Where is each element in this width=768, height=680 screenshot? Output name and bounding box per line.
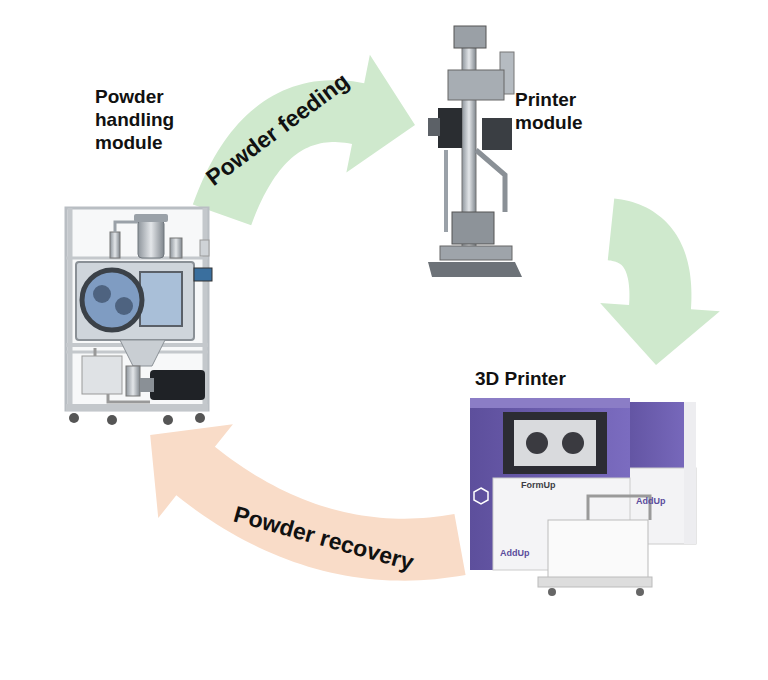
powder-handling-art-part — [195, 413, 205, 423]
powder-handling-art-part — [134, 214, 168, 222]
printer-module-art-part — [438, 108, 462, 148]
printer-art-part — [470, 398, 630, 408]
module-node: Printer module — [415, 20, 611, 285]
printer-module-art-part — [428, 118, 440, 136]
printer-art-part — [514, 420, 596, 466]
powder-handling-art-part — [82, 356, 122, 394]
printer-module-art-part — [448, 70, 504, 100]
powder-handling-art-part — [163, 415, 173, 425]
powder-handling-art — [66, 208, 212, 425]
powder-handling-art-part — [140, 272, 182, 326]
powder-handling-art-part — [95, 348, 150, 402]
printer-art-part — [684, 402, 696, 544]
flow-arrow — [193, 55, 415, 226]
module-label: Powder handling module — [95, 85, 195, 154]
printer-art-part — [548, 588, 556, 596]
printer-module-art-part — [476, 150, 505, 212]
powder-handling-art-part — [66, 208, 208, 410]
powder-handling-art-part — [107, 415, 117, 425]
printer-art-part — [538, 577, 652, 587]
powder-handling-art-part — [110, 232, 120, 258]
powder-handling-art-part — [69, 413, 79, 423]
powder-handling-art-part — [66, 257, 208, 260]
flow-arrow — [600, 199, 720, 365]
module-node: Powder handling module — [55, 80, 222, 435]
printer-art-part — [474, 488, 488, 504]
powder-handling-art-part — [82, 270, 142, 330]
powder-handling-art-part — [93, 285, 111, 303]
powder-handling-art-part — [138, 220, 164, 258]
powder-handling-art-part — [68, 208, 73, 410]
brand-label: AddUp — [636, 496, 666, 507]
brand-label: AddUp — [500, 548, 530, 559]
powder-handling-art-part — [200, 240, 209, 256]
module-node: 3D Printer — [460, 365, 705, 598]
printer-art-part — [503, 412, 607, 474]
powder-handling-art-part — [115, 297, 133, 315]
flow-arrow — [150, 424, 465, 581]
flow-label: Powder recovery — [231, 501, 417, 577]
printer-art-part — [636, 588, 644, 596]
powder-handling-art-part — [170, 238, 182, 258]
printer-module-art-part — [428, 262, 522, 277]
brand-label: FormUp — [521, 480, 556, 491]
module-label: 3D Printer — [475, 367, 635, 390]
printer-module-art-part — [440, 246, 512, 260]
printer-module-art-part — [444, 150, 448, 232]
powder-handling-art-part — [115, 222, 138, 232]
powder-handling-art-part — [150, 370, 205, 400]
module-label: Printer module — [515, 88, 607, 134]
powder-handling-art-part — [140, 378, 154, 392]
printer-art-part — [548, 520, 648, 578]
printer-art-part — [562, 432, 584, 454]
printer-art — [470, 398, 696, 596]
printer-module-art-part — [452, 212, 494, 244]
flow-label: Powder feeding — [201, 68, 354, 192]
printer-art-part — [526, 432, 548, 454]
powder-handling-art-part — [194, 268, 212, 281]
powder-handling-art-part — [76, 262, 194, 340]
powder-handling-art-part — [120, 340, 165, 366]
powder-handling-art-part — [66, 404, 208, 411]
printer-module-art-part — [454, 26, 486, 48]
printer-module-art — [428, 26, 522, 277]
powder-handling-art-part — [126, 366, 140, 396]
printer-module-art-part — [482, 118, 512, 150]
